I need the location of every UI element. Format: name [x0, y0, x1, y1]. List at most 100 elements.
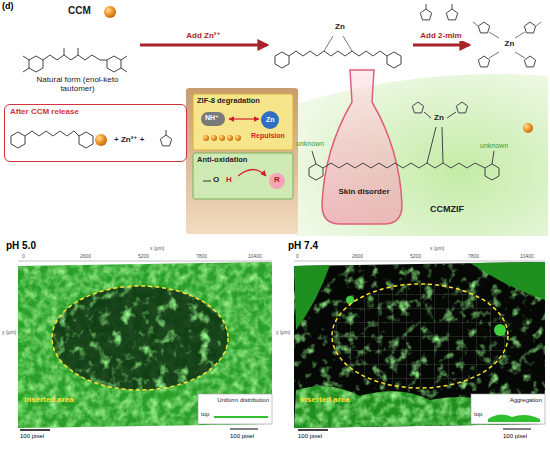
line-shape [18, 261, 272, 262]
axis-title: x (μm) [150, 246, 164, 252]
end-group-label: unknown [296, 140, 324, 148]
metal-symbol: Zn [266, 116, 275, 124]
polyline-shape [43, 55, 107, 60]
ccmzif-molecule [309, 102, 499, 180]
tick-label: 7800 [468, 254, 479, 260]
path-shape [23, 48, 127, 72]
ccm-molecule [23, 48, 127, 72]
flask-label: Skin disorder [322, 188, 406, 197]
circle-shape [227, 135, 233, 141]
atom-label: H [226, 176, 232, 185]
box-heading: ZIF-8 degradation [197, 97, 260, 105]
box-heading: Anti-oxidation [197, 156, 247, 164]
panel-title: pH 7.4 [288, 240, 318, 251]
panel-title: pH 5.0 [6, 240, 36, 251]
path-shape [322, 70, 402, 224]
polyline-shape [323, 163, 485, 168]
zif-degradation-panel [193, 94, 293, 150]
use-shape [456, 102, 467, 113]
scale-label: 100 pixel [230, 433, 254, 440]
scale-label: 100 pixel [20, 433, 44, 440]
path-shape [166, 130, 167, 135]
rect-shape [193, 94, 293, 150]
atom-label: O [213, 176, 219, 185]
ellipse-shape [332, 284, 508, 388]
molecule-node: CCMNatural form (enol-keto tautomer) [20, 2, 139, 98]
zn-complex-molecule [275, 36, 401, 68]
circle-shape [269, 173, 285, 189]
path-shape [312, 112, 494, 164]
view-label: top [201, 411, 209, 418]
tick-label: 0 [296, 254, 299, 260]
box-heading: After CCM release [10, 108, 79, 117]
polygon-shape [18, 262, 272, 428]
rect-shape [193, 153, 293, 199]
ellipse-shape [52, 286, 228, 390]
tick-label: 2600 [352, 254, 363, 260]
ccm-sphere [104, 6, 116, 18]
polygon-shape [294, 262, 545, 428]
path-shape [294, 265, 330, 330]
path-shape [294, 386, 545, 428]
line-shape [503, 429, 531, 430]
line-shape [298, 429, 328, 431]
circle-shape [494, 324, 506, 336]
line-shape [230, 429, 258, 430]
path-shape [294, 386, 545, 428]
mechanism-box: Anti-oxidationOHR [193, 153, 293, 199]
use-shape [387, 52, 401, 68]
use-shape [412, 102, 423, 113]
ellipse-shape [52, 286, 228, 390]
edge-label: Add Zn²⁺ [185, 32, 221, 41]
use-shape [275, 52, 289, 68]
line-shape [294, 261, 545, 262]
mechanism-box: ZIF-8 degradationNH⁺ZnRepulsion [193, 94, 293, 150]
region-label: Inserted area [24, 396, 74, 405]
release-box: After CCM release+ Zn²⁺ + [4, 104, 187, 162]
molecule-node: Zn [268, 20, 412, 70]
skin-panel [186, 88, 298, 234]
confocal-left [18, 261, 272, 430]
ellipse-shape [332, 284, 508, 388]
scale-label: 100 pixel [298, 433, 322, 440]
view-label: top [474, 411, 482, 418]
path-shape [238, 170, 266, 177]
rect-shape [201, 112, 225, 126]
circle-shape [203, 135, 209, 141]
scale-label: 100 pixel [503, 433, 527, 440]
anti-oxidation-panel [193, 153, 293, 199]
line-shape [20, 429, 50, 431]
axis-title: y (μm) [2, 330, 16, 336]
line-shape [229, 118, 259, 119]
polyline-shape [289, 51, 387, 56]
axis-title: x (μm) [430, 246, 444, 252]
effect-label: Repulsion [251, 132, 285, 140]
polygon-shape [18, 262, 272, 428]
end-group-label: unknown [480, 142, 508, 150]
use-shape [79, 132, 93, 148]
use-shape [485, 164, 499, 180]
ellipse-shape [52, 286, 228, 390]
use-shape [524, 56, 535, 67]
reaction-arrow [413, 44, 469, 47]
tick-label: 5200 [410, 254, 421, 260]
axis-title: y (μm) [276, 330, 290, 336]
use-shape [420, 9, 431, 20]
mim-molecules [420, 4, 457, 20]
path-shape [324, 36, 352, 51]
tick-label: 10400 [520, 254, 534, 260]
released-ccm-sphere [95, 134, 107, 146]
released-parts [11, 130, 172, 148]
edge-label: Add 2-mIm [419, 32, 462, 41]
line-shape [214, 416, 268, 418]
path-shape [426, 4, 452, 9]
molecule-node: Zn [470, 20, 549, 70]
form-note: Natural form (enol-keto tautomer) [31, 76, 124, 94]
use-shape [160, 135, 171, 146]
tick-label: 7800 [196, 254, 207, 260]
circle-shape [346, 296, 354, 304]
flask-node: Skin disorder [322, 68, 406, 226]
use-shape [478, 22, 489, 33]
